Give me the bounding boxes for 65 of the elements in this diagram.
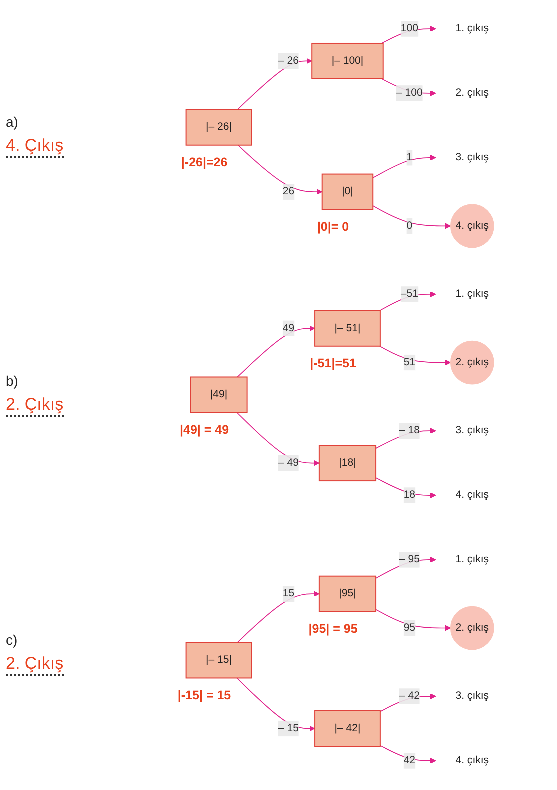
node-text: 3. çıkış — [456, 425, 490, 436]
arrow — [238, 144, 323, 195]
node-label: |95| = 95 — [308, 622, 358, 636]
node-box: |– 42| — [314, 710, 381, 747]
node-text: 1. çıkış — [456, 23, 490, 34]
node-text: 4. çıkış — [456, 755, 490, 766]
node-text: 4. çıkış — [456, 490, 490, 501]
edge-label: – 42 — [399, 690, 420, 702]
edge-label: – 15 — [278, 722, 299, 734]
node-circle: 2. çıkış — [450, 606, 494, 650]
node-box: |49| — [190, 376, 248, 414]
node-label: |-51|=51 — [310, 356, 356, 371]
arrow — [237, 326, 316, 378]
edge-label: 51 — [404, 356, 416, 368]
node-box: |– 15| — [186, 642, 252, 679]
edge-label: 15 — [282, 588, 295, 600]
edge-label: –51 — [400, 288, 418, 300]
arrow — [380, 346, 452, 366]
arrow — [236, 412, 320, 466]
arrow — [372, 206, 452, 230]
edge-label: 49 — [282, 322, 295, 334]
edge-label: 100 — [400, 23, 418, 34]
arrow — [376, 557, 436, 579]
node-circle: 2. çıkış — [450, 340, 494, 385]
node-text: 1. çıkış — [456, 554, 490, 566]
part-label: c) — [6, 632, 19, 648]
node-text: 3. çıkış — [456, 152, 490, 164]
arrow — [372, 155, 436, 178]
node-circle: 4. çıkış — [450, 204, 494, 248]
arrow — [380, 745, 436, 764]
arrow — [237, 591, 320, 644]
arrow — [376, 609, 452, 632]
node-box: |0| — [322, 174, 374, 210]
answer-text: 2. Çıkış — [6, 654, 64, 676]
edge-label: – 26 — [278, 55, 299, 66]
node-text: 2. çıkış — [456, 88, 490, 99]
node-box: |95| — [318, 576, 377, 612]
edge-label: – 95 — [399, 554, 420, 566]
arrow — [236, 678, 316, 732]
arrow — [380, 292, 436, 312]
node-label: |49| = 49 — [180, 423, 230, 438]
node-label: |0|= 0 — [317, 220, 350, 234]
edge-label: 1 — [406, 152, 413, 164]
node-box: |– 51| — [314, 310, 381, 347]
edge-label: 95 — [404, 622, 416, 634]
arrow — [237, 58, 312, 110]
edge-label: 0 — [406, 220, 413, 232]
arrow — [380, 694, 436, 712]
answer-text: 2. Çıkış — [6, 394, 64, 417]
node-label: |-15| = 15 — [178, 688, 232, 703]
edge-label: – 100 — [396, 88, 423, 99]
node-box: |18| — [318, 445, 377, 482]
node-text: 3. çıkış — [456, 690, 490, 702]
part-label: b) — [6, 372, 20, 389]
part-label: a) — [6, 114, 20, 130]
node-box: |– 100| — [312, 43, 384, 80]
edge-label: 42 — [404, 755, 416, 766]
edge-label: – 49 — [278, 457, 299, 469]
edge-label: – 18 — [399, 425, 420, 436]
node-label: |-26|=26 — [181, 156, 228, 170]
node-text: 1. çıkış — [456, 288, 490, 300]
answer-text: 4. Çıkış — [6, 136, 64, 158]
edge-label: 18 — [404, 490, 416, 501]
edge-label: 26 — [282, 186, 295, 198]
node-box: |– 26| — [186, 109, 252, 146]
